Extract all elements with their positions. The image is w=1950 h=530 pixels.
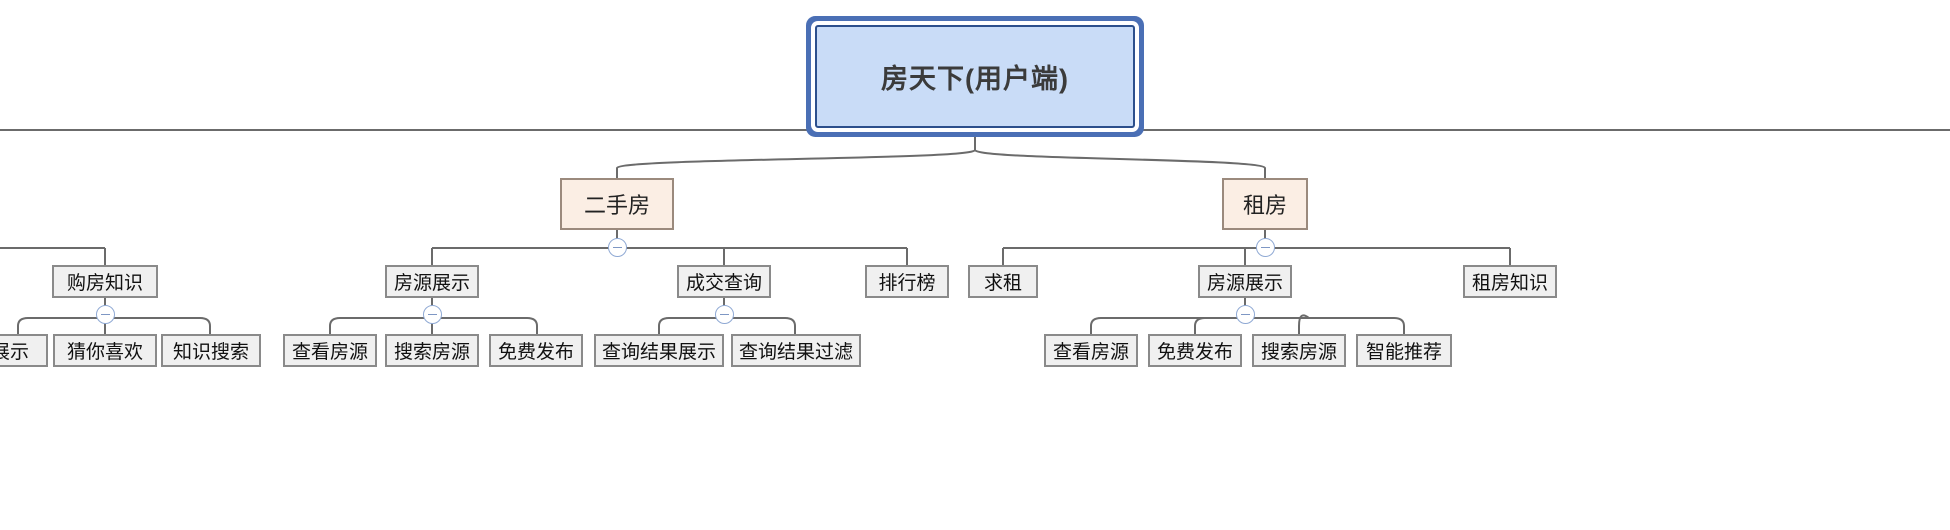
leaf-node-label: 知识搜索 <box>172 342 249 363</box>
branch-node-rental[interactable]: 租房 <box>1222 178 1308 230</box>
collapse-toggle-buying-knowledge[interactable] <box>96 305 115 324</box>
branch-node-label: 租房 <box>1242 193 1287 218</box>
leaf-node-search-listings-rental[interactable]: 搜索房源 <box>1252 334 1346 367</box>
sub-node-label: 购房知识 <box>66 273 143 294</box>
sub-node-label: 房源展示 <box>393 273 470 294</box>
leaf-node-label: 智能推荐 <box>1365 342 1442 363</box>
leaf-node-guess-you-like[interactable]: 猜你喜欢 <box>53 334 157 367</box>
leaf-node-label: 搜索房源 <box>1260 342 1337 363</box>
leaf-node-label: 查询结果展示 <box>601 342 716 363</box>
sub-node-listing-display-rental[interactable]: 房源展示 <box>1198 265 1292 298</box>
sub-node-buying-knowledge[interactable]: 购房知识 <box>52 265 158 298</box>
leaf-node-free-publish-rental[interactable]: 免费发布 <box>1148 334 1242 367</box>
leaf-node-label: 查看房源 <box>1052 342 1129 363</box>
sub-node-label: 房源展示 <box>1206 273 1283 294</box>
leaf-node-label: 搜索房源 <box>393 342 470 363</box>
leaf-node-knowledge-search[interactable]: 知识搜索 <box>161 334 261 367</box>
leaf-node-label: 免费发布 <box>497 342 574 363</box>
leaf-node-query-result-filter[interactable]: 查询结果过滤 <box>731 334 861 367</box>
collapse-toggle-listing-display-rental[interactable] <box>1236 305 1255 324</box>
branch-node-second-hand[interactable]: 二手房 <box>560 178 674 230</box>
leaf-node-label: 查看房源 <box>291 342 368 363</box>
leaf-node-label: 猜你喜欢 <box>66 342 143 363</box>
leaf-node-label: 免费发布 <box>1156 342 1233 363</box>
sub-node-label: 租房知识 <box>1471 273 1548 294</box>
leaf-node-label: 展示 <box>0 342 29 363</box>
sub-node-listing-display-resale[interactable]: 房源展示 <box>385 265 479 298</box>
leaf-node-display[interactable]: 展示 <box>0 334 48 367</box>
collapse-toggle-listing-display-resale[interactable] <box>423 305 442 324</box>
collapse-toggle-second-hand[interactable] <box>608 238 627 257</box>
sub-node-rental-knowledge[interactable]: 租房知识 <box>1463 265 1557 298</box>
leaf-node-view-listings-rental[interactable]: 查看房源 <box>1044 334 1138 367</box>
leaf-node-search-listings-resale[interactable]: 搜索房源 <box>385 334 479 367</box>
leaf-node-free-publish-resale[interactable]: 免费发布 <box>489 334 583 367</box>
leaf-node-label: 查询结果过滤 <box>738 342 853 363</box>
sub-node-ranking[interactable]: 排行榜 <box>865 265 949 298</box>
sub-node-label: 排行榜 <box>878 273 936 294</box>
sub-node-seek-rental[interactable]: 求租 <box>968 265 1038 298</box>
root-node[interactable]: 房天下(用户端) <box>815 25 1135 128</box>
sub-node-label: 求租 <box>983 273 1022 294</box>
collapse-toggle-deal-query[interactable] <box>715 305 734 324</box>
leaf-node-query-result-display[interactable]: 查询结果展示 <box>594 334 724 367</box>
leaf-node-view-listings-resale[interactable]: 查看房源 <box>283 334 377 367</box>
root-node-label: 房天下(用户端) <box>881 64 1069 94</box>
leaf-node-smart-recommend[interactable]: 智能推荐 <box>1356 334 1452 367</box>
sub-node-label: 成交查询 <box>685 273 762 294</box>
branch-node-label: 二手房 <box>583 193 650 218</box>
collapse-toggle-rental[interactable] <box>1256 238 1275 257</box>
sub-node-deal-query[interactable]: 成交查询 <box>677 265 771 298</box>
